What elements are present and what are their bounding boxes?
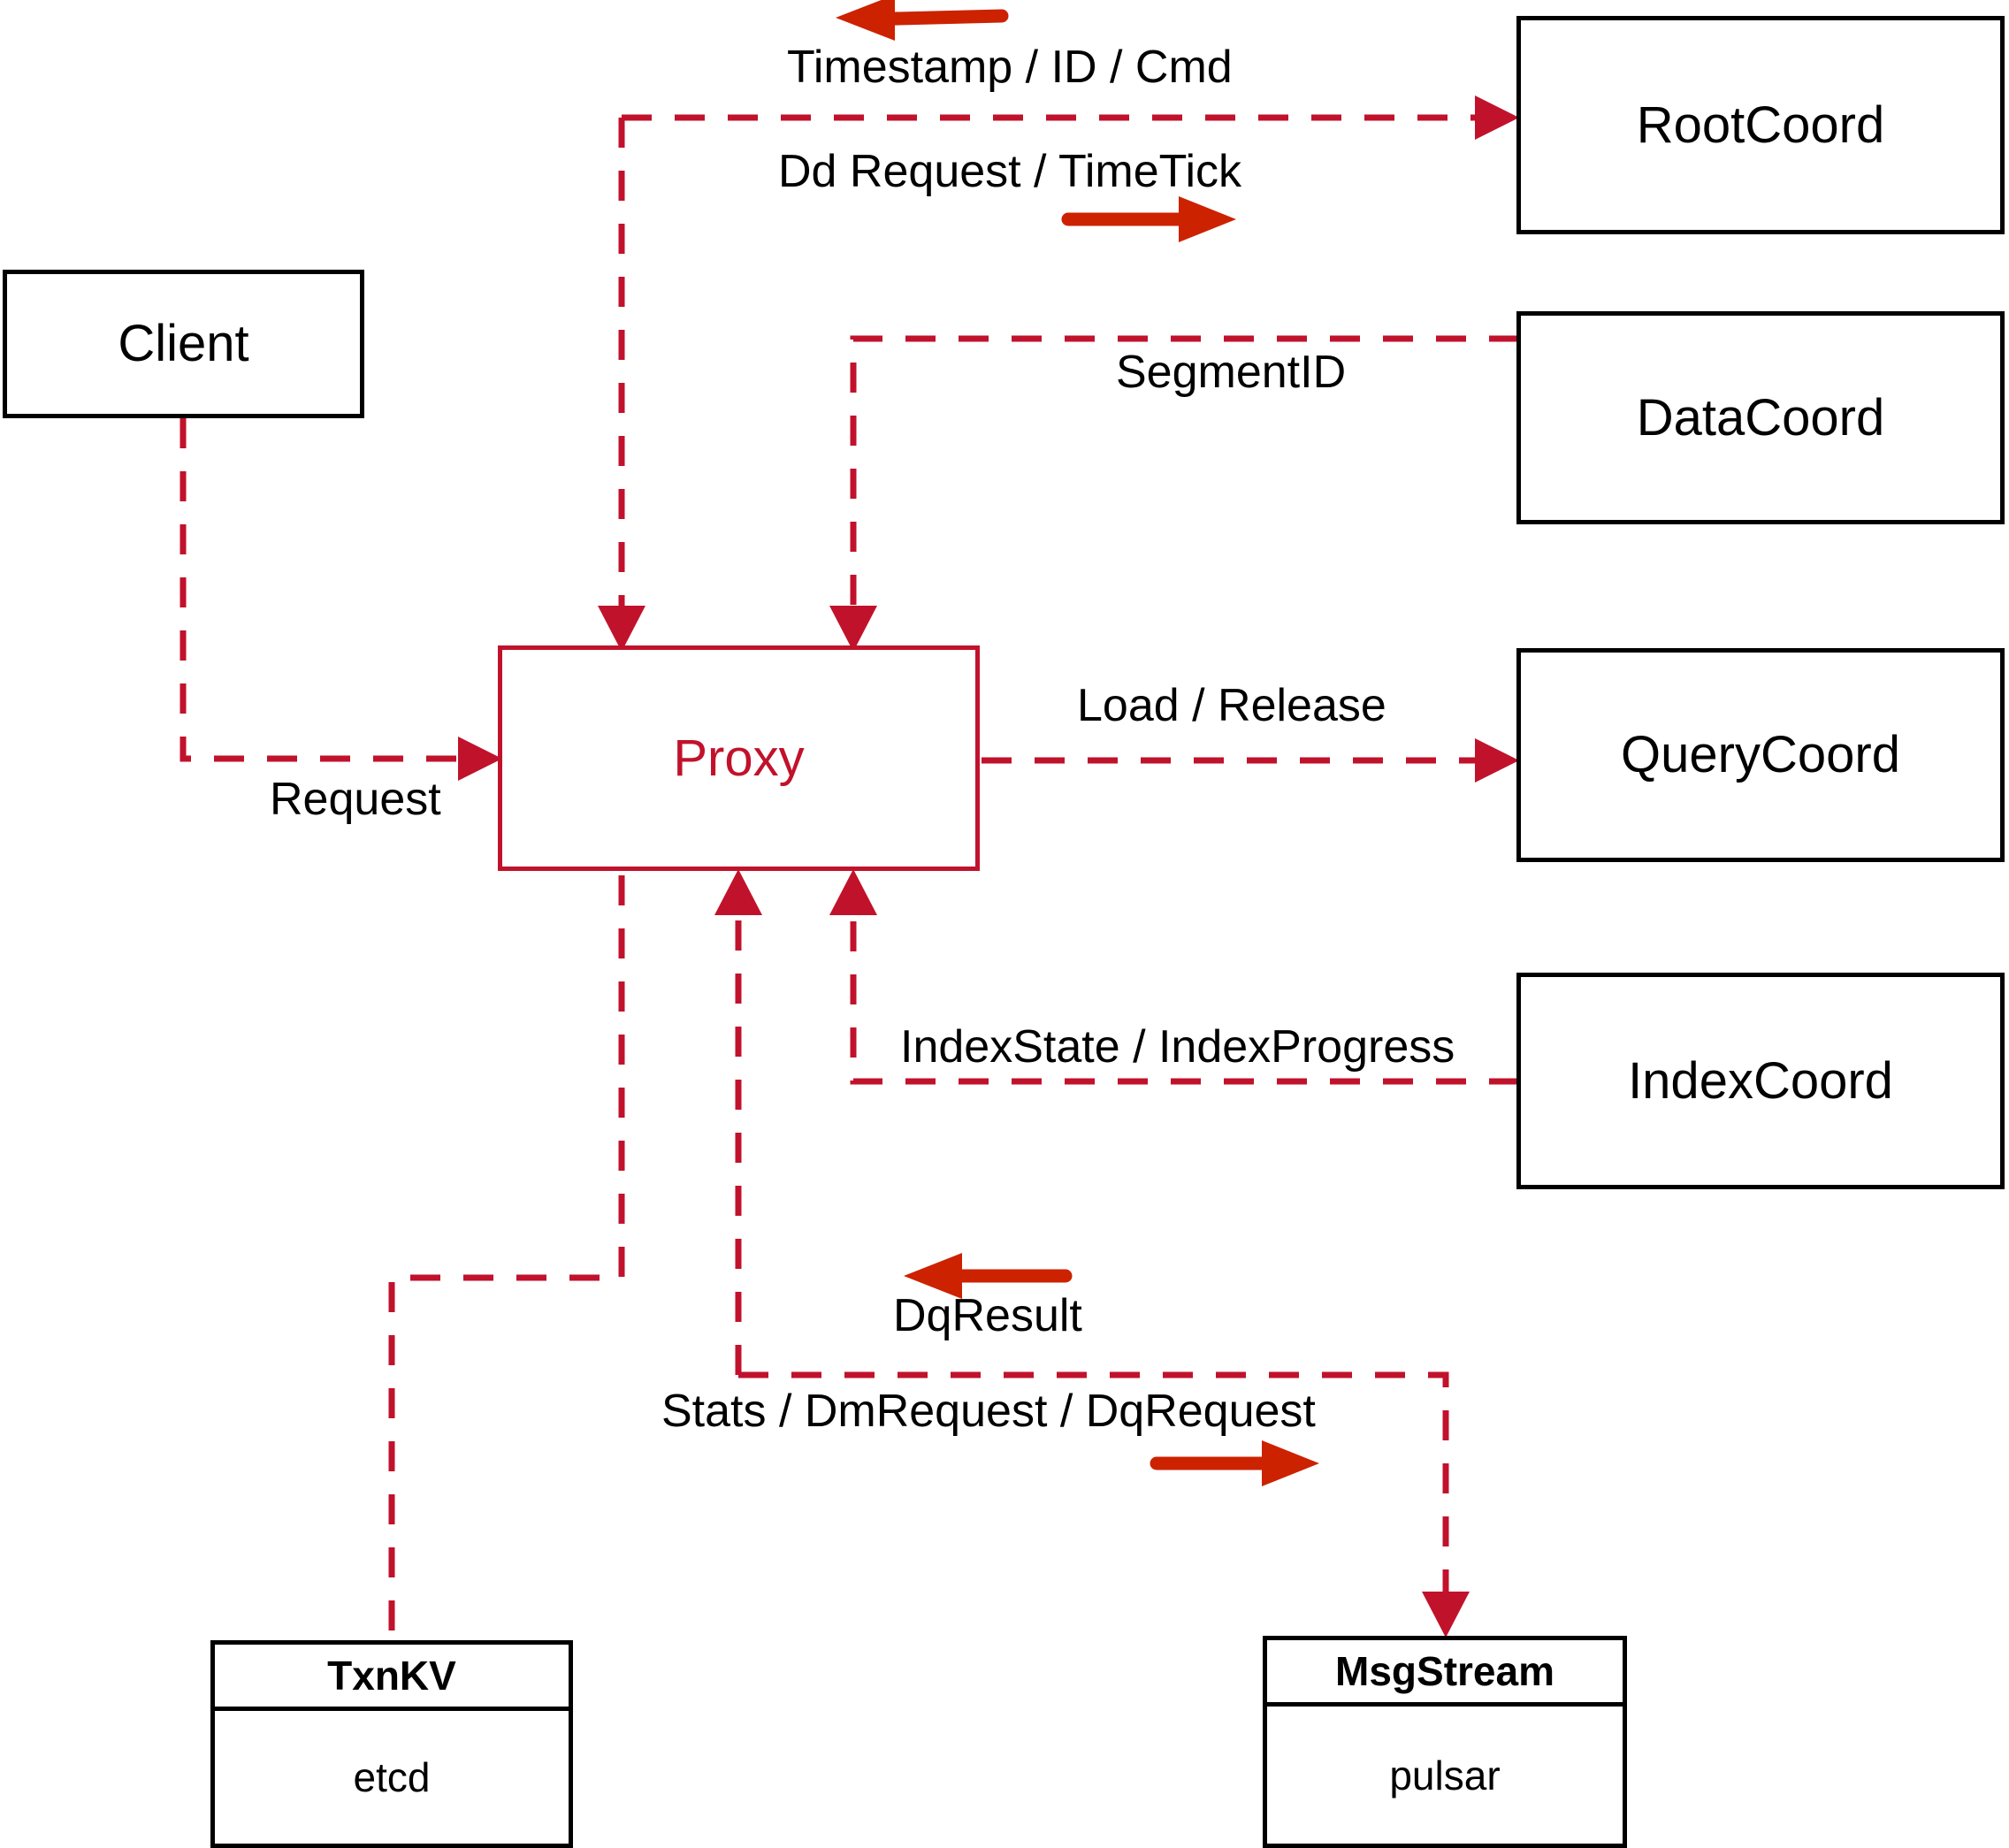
direction-indicator-arrows <box>836 0 1319 1486</box>
node-msgstream[interactable]: MsgStream pulsar <box>1263 1636 1627 1848</box>
arrowhead-into-proxy-left <box>458 737 502 781</box>
node-proxy[interactable]: Proxy <box>498 645 980 871</box>
arrowhead-to-rootcoord <box>1475 95 1519 140</box>
node-msgstream-header: MsgStream <box>1267 1640 1623 1707</box>
edge-proxy-txnkv <box>388 875 625 1643</box>
node-querycoord[interactable]: QueryCoord <box>1516 648 2005 862</box>
edge-label-dqresult: DqResult <box>893 1290 1082 1341</box>
node-querycoord-label: QueryCoord <box>1621 726 1900 783</box>
arrowhead-to-querycoord <box>1475 738 1519 783</box>
direction-arrow-timestamp-id-cmd <box>836 0 1009 41</box>
node-client[interactable]: Client <box>3 270 364 418</box>
edge-indexstate-indexprogress <box>850 884 1519 1085</box>
node-rootcoord[interactable]: RootCoord <box>1516 16 2005 234</box>
node-proxy-label: Proxy <box>673 729 805 787</box>
node-datacoord-label: DataCoord <box>1636 388 1885 447</box>
edge-label-timestamp-id-cmd: Timestamp / ID / Cmd <box>787 42 1233 93</box>
node-datacoord[interactable]: DataCoord <box>1516 311 2005 524</box>
node-msgstream-title: MsgStream <box>1335 1648 1554 1694</box>
edge-label-indexstate-indexprogress: IndexState / IndexProgress <box>900 1021 1455 1073</box>
direction-arrow-stats-dmrequest-dqrequest <box>1150 1440 1319 1486</box>
arrowhead-to-msgstream <box>1422 1592 1470 1638</box>
node-indexcoord[interactable]: IndexCoord <box>1516 973 2005 1189</box>
node-rootcoord-label: RootCoord <box>1636 95 1885 154</box>
node-client-label: Client <box>118 315 249 372</box>
node-txnkv-body: etcd <box>215 1711 569 1844</box>
arrowhead-into-proxy-bottom-dqresult <box>714 869 762 915</box>
node-txnkv[interactable]: TxnKV etcd <box>210 1640 573 1848</box>
edge-label-request: Request <box>270 774 441 825</box>
node-indexcoord-label: IndexCoord <box>1628 1051 1893 1110</box>
edge-label-dd-request-timetick: Dd Request / TimeTick <box>778 146 1242 197</box>
edge-stats-dmrequest-dqrequest <box>738 1371 1449 1627</box>
edge-label-load-release: Load / Release <box>1077 680 1386 731</box>
edge-label-segmentid: SegmentID <box>1116 347 1347 398</box>
direction-arrow-dqresult <box>904 1253 1073 1299</box>
arrowhead-into-proxy-top-right <box>829 606 877 652</box>
node-txnkv-title: TxnKV <box>327 1653 456 1699</box>
node-msgstream-impl: pulsar <box>1389 1752 1501 1798</box>
edge-request <box>180 418 493 762</box>
connector-arrowheads <box>458 95 1519 1638</box>
node-txnkv-header: TxnKV <box>215 1645 569 1711</box>
edge-segmentid <box>850 335 1519 643</box>
node-txnkv-impl: etcd <box>353 1754 431 1800</box>
direction-arrow-dd-request-timetick <box>1061 196 1236 242</box>
node-msgstream-body: pulsar <box>1267 1707 1623 1844</box>
arrowhead-into-proxy-top-left <box>598 606 645 652</box>
edge-label-stats-dmrequest-dqrequest: Stats / DmRequest / DqRequest <box>661 1386 1316 1437</box>
arrowhead-into-proxy-bottom-indexstate <box>829 869 877 915</box>
